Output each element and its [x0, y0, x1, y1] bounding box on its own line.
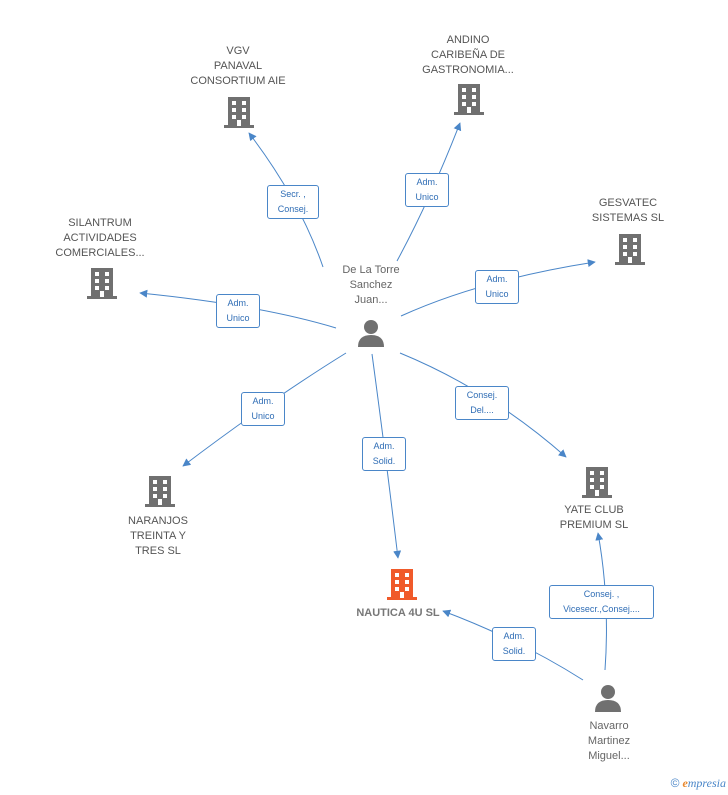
- relation-label-yate-delatorre: Consej. Del....: [455, 386, 509, 420]
- relation-label-silantrum: Adm. Unico: [216, 294, 260, 328]
- brand-logo: ©empresia: [671, 776, 726, 791]
- relation-label-nautica-navarro: Adm. Solid.: [492, 627, 536, 661]
- company-label-silantrum[interactable]: SILANTRUM ACTIVIDADES COMERCIALES...: [55, 217, 145, 259]
- company-label-yate[interactable]: YATE CLUB PREMIUM SL: [559, 504, 629, 531]
- building-icon[interactable]: [222, 95, 256, 129]
- relation-label-andino: Adm. Unico: [405, 173, 449, 207]
- relation-label-naranjos: Adm. Unico: [241, 392, 285, 426]
- person-label-delatorre[interactable]: De La Torre Sanchez Juan...: [342, 264, 400, 306]
- copyright-symbol: ©: [670, 776, 680, 790]
- person-icon[interactable]: [593, 683, 623, 713]
- company-label-naranjos[interactable]: NARANJOS TREINTA Y TRES SL: [128, 515, 188, 557]
- building-icon[interactable]: [580, 465, 614, 499]
- brand-initial: e: [682, 776, 688, 790]
- company-label-nautica[interactable]: NAUTICA 4U SL: [356, 607, 440, 619]
- person-icon[interactable]: [356, 318, 386, 348]
- company-label-vgv[interactable]: VGV PANAVAL CONSORTIUM AIE: [190, 45, 286, 87]
- building-icon[interactable]: [143, 474, 177, 508]
- company-label-andino[interactable]: ANDINO CARIBEÑA DE GASTRONOMIA...: [422, 34, 514, 76]
- relation-label-gesvatec: Adm. Unico: [475, 270, 519, 304]
- building-icon[interactable]: [613, 232, 647, 266]
- building-icon[interactable]: [452, 82, 486, 116]
- building-main-icon[interactable]: [385, 567, 419, 601]
- company-label-gesvatec[interactable]: GESVATEC SISTEMAS SL: [591, 197, 665, 224]
- brand-name: mpresia: [687, 776, 726, 790]
- relation-label-nautica-delatorre: Adm. Solid.: [362, 437, 406, 471]
- relation-label-yate-navarro: Consej. , Vicesecr.,Consej....: [549, 585, 654, 619]
- building-icon[interactable]: [85, 266, 119, 300]
- relation-label-vgv: Secr. , Consej.: [267, 185, 319, 219]
- person-label-navarro[interactable]: Navarro Martinez Miguel...: [587, 720, 631, 762]
